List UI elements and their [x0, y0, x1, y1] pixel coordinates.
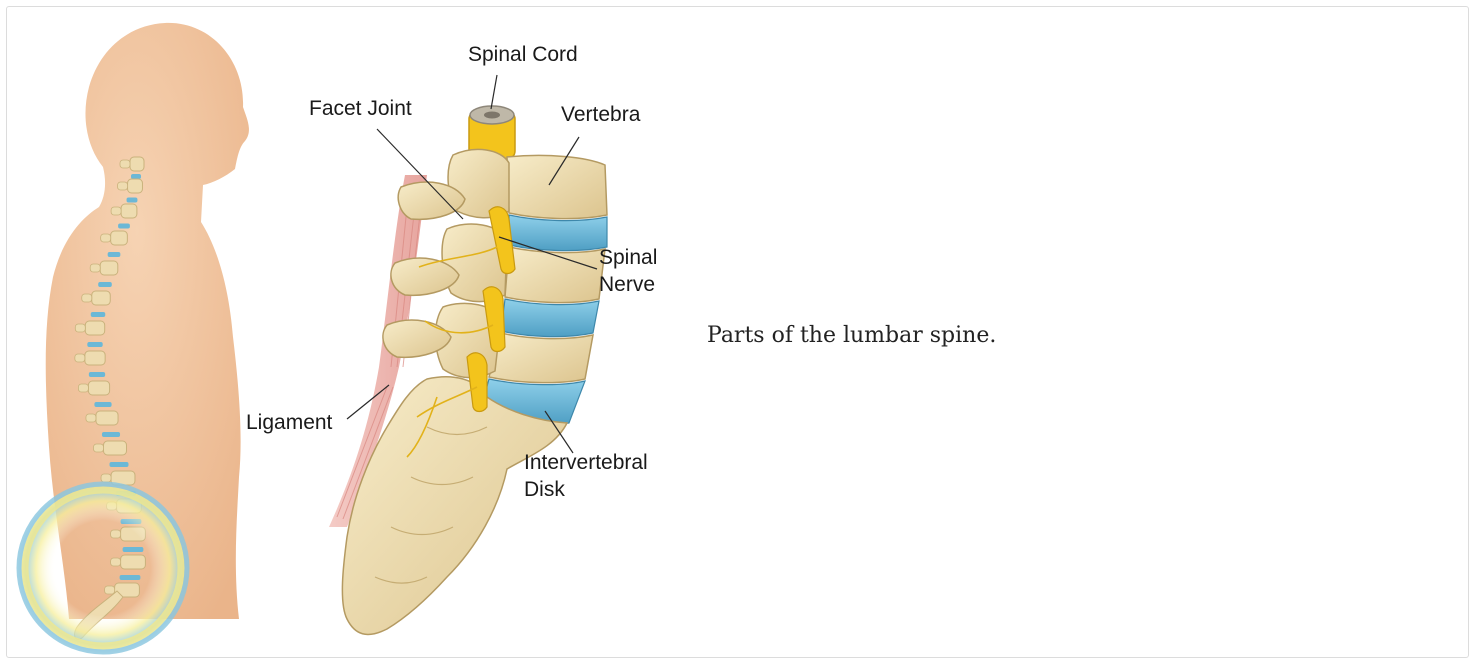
body-vertebra	[128, 179, 143, 193]
body-disk	[127, 198, 138, 203]
label-spinal-nerve: Spinal Nerve	[599, 244, 657, 298]
body-vertebra	[111, 231, 128, 245]
label-vertebra: Vertebra	[561, 101, 640, 128]
body-disk	[108, 252, 121, 257]
body-vertebra	[96, 411, 118, 425]
body-disk	[118, 224, 130, 229]
body-vertebra-process	[90, 264, 100, 272]
label-facet-joint: Facet Joint	[309, 95, 412, 122]
body-disk	[98, 282, 112, 287]
body-vertebra-process	[75, 324, 85, 332]
body-vertebra-process	[86, 414, 96, 422]
body-disk	[89, 372, 105, 377]
body-vertebra-process	[111, 207, 121, 215]
label-intervertebral-disk-line-2: Disk	[524, 476, 648, 503]
body-vertebra	[130, 157, 144, 171]
lumbar-highlight-ring	[17, 482, 189, 654]
body-disk	[94, 402, 111, 407]
body-vertebra	[88, 381, 109, 395]
body-vertebra-process	[82, 294, 92, 302]
body-vertebra	[121, 204, 137, 218]
lumbar-spine-detail	[329, 106, 607, 634]
body-disk	[91, 312, 106, 317]
label-spinal-nerve-line-1: Spinal	[599, 244, 657, 271]
body-disk	[102, 432, 120, 437]
body-vertebra	[100, 261, 118, 275]
body-vertebra-process	[101, 234, 111, 242]
body-vertebra-process	[120, 160, 130, 168]
body-vertebra-process	[78, 384, 88, 392]
label-intervertebral-disk-line-1: Intervertebral	[524, 449, 648, 476]
lumbar-spine-illustration: Spinal Cord Facet Joint Vertebra Spinal …	[7, 7, 707, 658]
body-vertebra	[85, 351, 105, 365]
body-vertebra-process	[118, 182, 128, 190]
body-vertebra	[104, 441, 127, 455]
body-vertebra	[92, 291, 111, 305]
body-vertebra-process	[75, 354, 85, 362]
body-disk	[110, 462, 129, 467]
label-spinal-cord: Spinal Cord	[468, 41, 578, 68]
body-disk	[131, 174, 141, 179]
label-ligament: Ligament	[246, 409, 332, 436]
body-disk	[87, 342, 102, 347]
figure-frame: Spinal Cord Facet Joint Vertebra Spinal …	[6, 6, 1469, 658]
body-vertebra-process	[101, 474, 111, 482]
body-vertebra	[85, 321, 104, 335]
label-intervertebral-disk: Intervertebral Disk	[524, 449, 648, 503]
body-vertebra-process	[94, 444, 104, 452]
label-spinal-nerve-line-2: Nerve	[599, 271, 657, 298]
figure-caption: Parts of the lumbar spine.	[707, 323, 996, 348]
